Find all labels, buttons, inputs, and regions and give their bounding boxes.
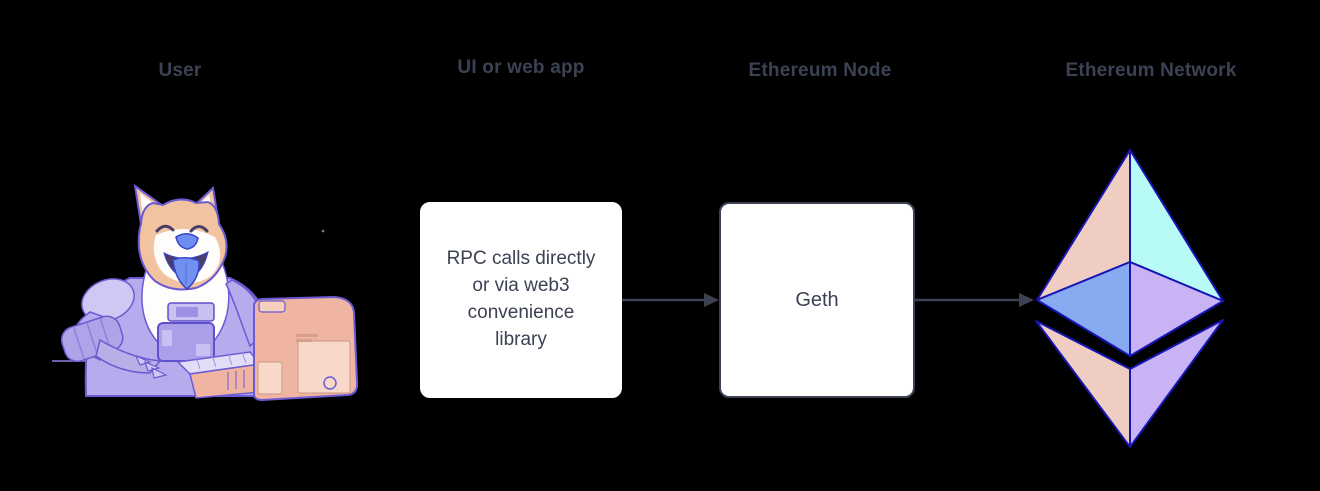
claw-fingers [134, 354, 168, 379]
ui-or-web-app-label: UI or web app [457, 57, 585, 78]
key-separators [195, 351, 247, 370]
speck [321, 229, 325, 233]
eth-base-right [1129, 319, 1224, 448]
rpc-box-line: or via web3 [472, 275, 570, 297]
arrow-ui-to-node [622, 293, 719, 307]
arrow-node-to-network [915, 293, 1034, 307]
user-label: User [158, 60, 202, 81]
computer-emblem [323, 376, 337, 390]
chest-buckle [176, 307, 198, 317]
ethereum-logo-icon [1035, 149, 1224, 448]
geth-box-label: Geth [795, 288, 839, 311]
computer-panel [297, 340, 351, 394]
rpc-box: RPC calls directly or via web3 convenien… [420, 202, 622, 398]
computer-vent-1 [296, 334, 318, 337]
computer-panel-left [257, 361, 283, 395]
keyboard-vents [227, 370, 245, 390]
computer-vent-2 [296, 339, 312, 342]
chest-pack-latch [162, 330, 172, 346]
nose [175, 233, 199, 250]
doge-user-illustration [52, 183, 359, 402]
arrowhead [704, 293, 719, 307]
ethereum-network-label: Ethereum Network [1065, 60, 1237, 81]
arrowhead [1019, 293, 1034, 307]
right-eye [189, 225, 209, 233]
computer-handle [258, 300, 286, 313]
rpc-box-line: library [495, 328, 547, 350]
rpc-box-line: convenience [467, 302, 575, 323]
ethereum-node-label: Ethereum Node [748, 60, 892, 81]
geth-box: Geth [719, 202, 915, 398]
eth-face-mid-right [1129, 261, 1224, 357]
left-eye [155, 224, 175, 233]
rpc-box-line: RPC calls directly [446, 248, 596, 270]
muzzle [153, 228, 221, 284]
chest-pack-detail [196, 344, 210, 356]
